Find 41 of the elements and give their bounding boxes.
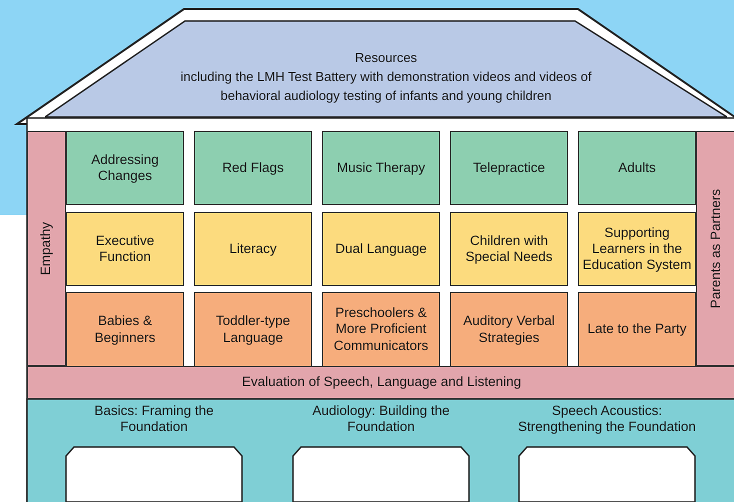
box-label: Telepractice — [472, 160, 546, 176]
side-pillar — [696, 131, 734, 366]
box-label: Auditory Verbal Strategies — [462, 313, 556, 346]
box-label: Dual Language — [335, 240, 427, 258]
topic-box — [450, 292, 568, 367]
box-label: Toddler-type Language — [214, 313, 292, 346]
topic-box — [66, 212, 184, 286]
topic-box — [450, 212, 568, 286]
pillar-label: Parents as Partners — [708, 188, 724, 308]
box-label: Music Therapy — [336, 160, 426, 176]
box-label: Preschoolers & More Proficient Communicators — [332, 305, 430, 354]
topic-box — [194, 292, 312, 367]
foundation-label: Basics: Framing the Foundation — [93, 403, 215, 436]
pillar-label: Empathy — [38, 222, 54, 276]
box-label: Executive Function — [94, 232, 156, 266]
topic-box — [322, 131, 440, 205]
topic-box — [578, 131, 696, 205]
topic-box — [578, 212, 696, 286]
topic-box — [322, 292, 440, 367]
topic-box — [578, 292, 696, 367]
box-label: Supporting Learners in the Education System — [582, 224, 692, 274]
foundation-label: Audiology: Building the Foundation — [311, 403, 451, 436]
evaluation-band — [27, 366, 734, 399]
topic-box — [450, 131, 568, 205]
topic-box — [66, 292, 184, 367]
foundation-label: Speech Acoustics: Strengthening the Foundation — [517, 403, 697, 436]
box-label: Literacy — [229, 240, 277, 258]
roof-text: including the LMH Test Battery with demonstration videos and videos of behavioral audiology testing of infants and young children — [180, 68, 592, 105]
topic-box — [66, 131, 184, 205]
box-label: Adults — [618, 160, 656, 176]
topic-box — [194, 131, 312, 205]
roof-heading: Resources — [354, 49, 418, 67]
box-label: Evaluation of Speech, Language and Listening — [242, 374, 522, 391]
box-label: Red Flags — [222, 160, 284, 176]
box-label: Late to the Party — [587, 321, 687, 338]
box-label: Babies & Beginners — [94, 313, 156, 346]
side-pillar — [27, 131, 66, 366]
topic-box — [194, 212, 312, 286]
box-label: Children with Special Needs — [464, 232, 554, 266]
box-label: Addressing Changes — [90, 152, 160, 184]
topic-box — [322, 212, 440, 286]
